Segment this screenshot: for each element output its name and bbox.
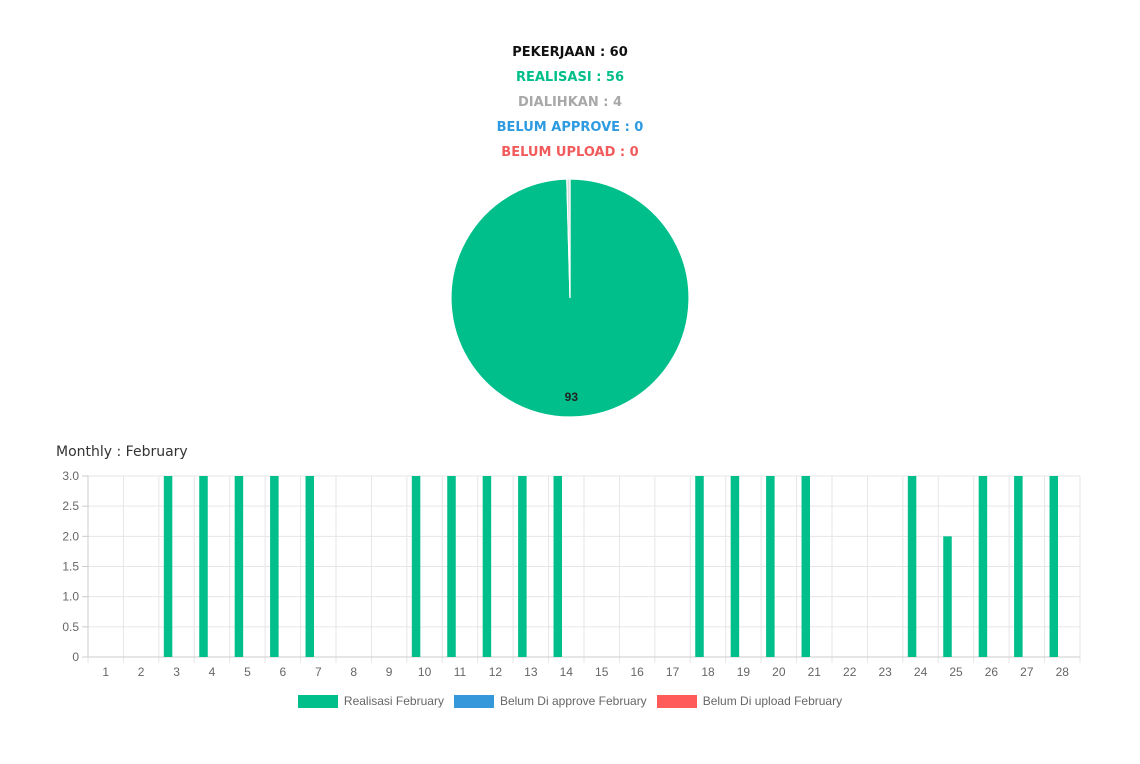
- belum-approve-stat: BELUM APPROVE : 0: [496, 120, 644, 135]
- x-tick-label: 7: [315, 665, 322, 679]
- y-tick-label: 1.0: [62, 590, 79, 604]
- x-tick-label: 2: [138, 665, 145, 679]
- x-tick-label: 1: [102, 665, 109, 679]
- x-tick-label: 22: [843, 665, 857, 679]
- dialihkan-stat: DIALIHKAN : 4: [518, 95, 622, 110]
- bar-0-20[interactable]: [766, 476, 775, 657]
- x-tick-label: 27: [1020, 665, 1034, 679]
- x-tick-label: 17: [666, 665, 680, 679]
- x-tick-label: 13: [524, 665, 538, 679]
- pie-chart: 93: [450, 178, 690, 418]
- x-tick-label: 4: [209, 665, 216, 679]
- bar-0-26[interactable]: [978, 476, 988, 657]
- legend-swatch-belum-approve: [453, 694, 494, 708]
- legend-item-belum-approve[interactable]: Belum Di approve February: [453, 694, 647, 708]
- legend-swatch-realisasi: [297, 694, 338, 708]
- x-tick-label: 15: [595, 665, 609, 679]
- bar-0-3[interactable]: [163, 476, 173, 657]
- x-tick-label: 25: [949, 665, 963, 679]
- x-tick-label: 24: [914, 665, 928, 679]
- legend-label-belum-approve: Belum Di approve February: [499, 694, 647, 708]
- x-tick-label: 19: [737, 665, 751, 679]
- x-tick-label: 28: [1056, 665, 1070, 679]
- bar-0-7[interactable]: [305, 476, 315, 657]
- y-tick-label: 0: [72, 650, 79, 664]
- pie-slice-label-0: 93: [565, 390, 579, 404]
- y-tick-label: 3.0: [62, 469, 79, 483]
- x-tick-label: 10: [418, 665, 432, 679]
- legend-item-belum-upload[interactable]: Belum Di upload February: [656, 694, 843, 708]
- bar-0-24[interactable]: [907, 476, 917, 657]
- y-tick-label: 1.5: [62, 560, 79, 574]
- bar-0-10[interactable]: [411, 476, 421, 657]
- x-tick-label: 12: [489, 665, 503, 679]
- pekerjaan-stat: PEKERJAAN : 60: [512, 45, 628, 60]
- legend-swatch-belum-upload: [656, 694, 697, 708]
- summary-stats: PEKERJAAN : 60 REALISASI : 56 DIALIHKAN …: [0, 40, 1140, 165]
- bar-0-19[interactable]: [730, 476, 740, 657]
- bar-0-27[interactable]: [1014, 476, 1023, 657]
- x-tick-label: 14: [560, 665, 574, 679]
- x-tick-label: 9: [386, 665, 393, 679]
- bar-0-12[interactable]: [482, 476, 492, 657]
- x-tick-label: 18: [701, 665, 715, 679]
- chart-legend: Realisasi February Belum Di approve Febr…: [0, 694, 1140, 708]
- bar-0-18[interactable]: [695, 476, 704, 657]
- bar-0-13[interactable]: [518, 476, 527, 657]
- x-tick-label: 16: [630, 665, 644, 679]
- x-tick-label: 3: [173, 665, 180, 679]
- bar-0-11[interactable]: [447, 476, 456, 657]
- bar-0-28[interactable]: [1049, 476, 1059, 657]
- x-tick-label: 26: [985, 665, 999, 679]
- x-tick-label: 5: [244, 665, 251, 679]
- x-tick-label: 11: [454, 665, 467, 679]
- legend-item-realisasi[interactable]: Realisasi February: [297, 694, 444, 708]
- x-tick-label: 23: [878, 665, 892, 679]
- legend-label-belum-upload: Belum Di upload February: [702, 694, 843, 708]
- bar-0-25[interactable]: [943, 536, 952, 657]
- y-tick-label: 0.5: [62, 620, 79, 634]
- bar-0-21[interactable]: [801, 476, 811, 657]
- realisasi-stat: REALISASI : 56: [515, 70, 625, 85]
- x-tick-label: 6: [280, 665, 287, 679]
- bar-0-14[interactable]: [553, 476, 563, 657]
- bar-0-5[interactable]: [234, 476, 244, 657]
- bar-0-6[interactable]: [270, 476, 279, 657]
- y-tick-label: 2.5: [62, 499, 79, 513]
- belum-upload-stat: BELUM UPLOAD : 0: [501, 145, 639, 160]
- x-tick-label: 8: [350, 665, 357, 679]
- pie-slice-1[interactable]: [566, 178, 571, 299]
- legend-label-realisasi: Realisasi February: [343, 694, 444, 708]
- y-tick-label: 2.0: [62, 529, 79, 543]
- x-tick-label: 20: [772, 665, 786, 679]
- monthly-chart-title: Monthly : February: [56, 444, 188, 460]
- bar-0-4[interactable]: [199, 476, 208, 657]
- x-tick-label: 21: [808, 665, 822, 679]
